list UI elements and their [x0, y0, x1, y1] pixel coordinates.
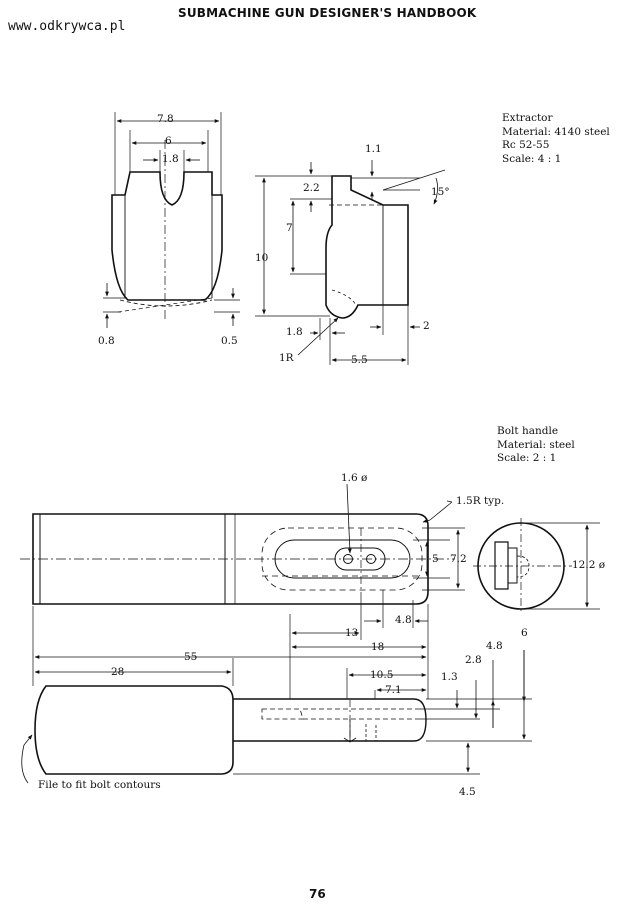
dim-2-2: 2.2 [303, 182, 320, 194]
dim-1r-radius: 1R [279, 352, 294, 364]
dim-1-1: 1.1 [365, 143, 382, 155]
dim-6: 6 [165, 135, 172, 147]
bolt-handle-notes: Bolt handle Material: steel Scale: 2 : 1 [497, 425, 575, 466]
dim-10-5: 10.5 [370, 669, 394, 681]
dim-28: 28 [111, 666, 125, 678]
bolt-handle-scale: Scale: 2 : 1 [497, 452, 557, 464]
callout-file-to-fit: File to fit bolt contours [38, 779, 161, 791]
dim-6-side: 6 [521, 627, 528, 639]
dim-10: 10 [255, 252, 269, 264]
dim-7-8: 7.8 [157, 113, 174, 125]
dim-5-slot: 5 [432, 553, 439, 565]
book-title: SUBMACHINE GUN DESIGNER'S HANDBOOK [178, 6, 477, 20]
dim-0-5: 0.5 [221, 335, 238, 347]
dim-0-8: 0.8 [98, 335, 115, 347]
bolt-handle-side-view [22, 590, 532, 783]
extractor-side-view [255, 160, 445, 365]
dim-1-6-diameter: 1.6 ø [341, 472, 368, 484]
extractor-material: Material: 4140 steel [502, 125, 610, 138]
dim-7: 7 [286, 222, 293, 234]
dim-12-2-diameter: 12.2 ø [572, 559, 606, 571]
dim-2: 2 [423, 320, 430, 332]
dim-1-5r-typ: 1.5R typ. [456, 495, 505, 507]
dim-1-3: 1.3 [441, 671, 458, 683]
page-number: 76 [309, 887, 326, 901]
dim-4-8-top: 4.8 [395, 614, 412, 626]
dim-7-2: 7.2 [450, 553, 467, 565]
extractor-title: Extractor [502, 112, 553, 124]
dim-55: 55 [184, 651, 198, 663]
watermark-url: www.odkrywca.pl [8, 19, 126, 34]
extractor-scale: Scale: 4 : 1 [502, 152, 562, 165]
dim-18: 18 [371, 641, 385, 653]
bolt-handle-top-view [20, 484, 465, 604]
dim-13: 13 [345, 627, 359, 639]
bolt-handle-material: Material: steel [497, 438, 575, 451]
extractor-front-view [103, 112, 240, 328]
extractor-hardness: Rc 52-55 [502, 139, 550, 151]
dim-2-8: 2.8 [465, 654, 482, 666]
dim-1-8-bottom: 1.8 [286, 326, 303, 338]
dim-1-8-top: 1.8 [162, 153, 179, 165]
dim-5-5: 5.5 [351, 354, 368, 366]
dim-4-8-side: 4.8 [486, 640, 503, 652]
dim-4-5: 4.5 [459, 786, 476, 798]
dim-7-1: 7.1 [385, 684, 402, 696]
bolt-handle-end-view [473, 518, 600, 614]
extractor-notes: Extractor Material: 4140 steel Rc 52-55 … [502, 112, 610, 166]
bolt-handle-title: Bolt handle [497, 425, 559, 437]
dim-15-degree: 15° [431, 186, 450, 198]
